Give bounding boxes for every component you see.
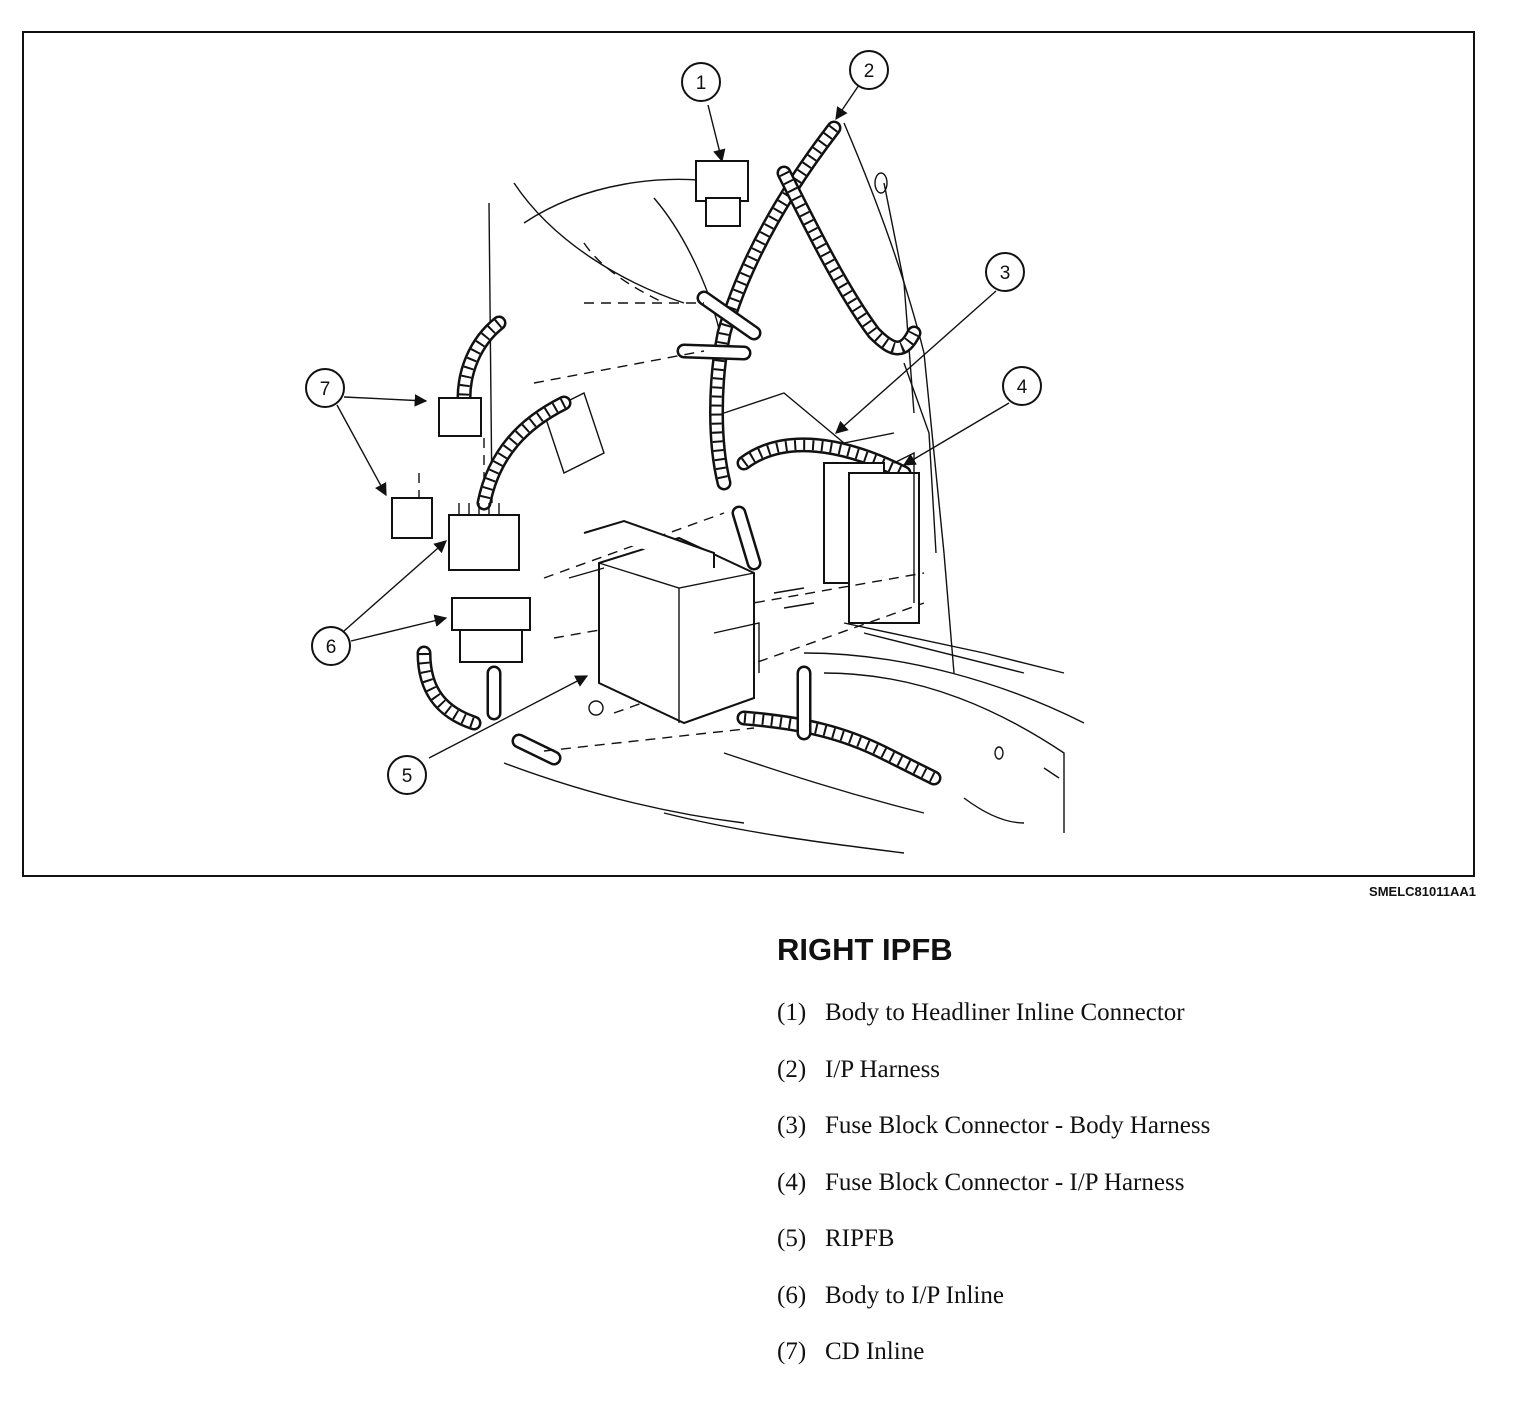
svg-text:1: 1 bbox=[696, 73, 707, 94]
legend-item: (6) Body to I/P Inline bbox=[777, 1278, 1210, 1335]
legend-item-number: (4) bbox=[777, 1168, 807, 1196]
ripfb-module bbox=[568, 519, 815, 725]
figure-frame: 1 2 3 4 5 6 7 bbox=[22, 31, 1475, 877]
callout-5: 5 bbox=[387, 755, 427, 795]
legend-title: RIGHT IPFB bbox=[777, 932, 953, 967]
svg-text:6: 6 bbox=[326, 637, 337, 658]
svg-text:4: 4 bbox=[1017, 377, 1028, 398]
legend-item-label: I/P Harness bbox=[825, 1055, 941, 1083]
legend-item: (2) I/P Harness bbox=[777, 1052, 1210, 1109]
callout-7: 7 bbox=[305, 368, 345, 408]
figure-code: SMELC81011AA1 bbox=[1369, 884, 1476, 899]
legend-item-number: (1) bbox=[777, 999, 807, 1026]
connectors bbox=[391, 160, 925, 752]
legend-item: (1) Body to Headliner Inline Connector bbox=[777, 995, 1210, 1052]
legend-item-label: RIPFB bbox=[825, 1225, 895, 1252]
wiring-illustration: 1 2 3 4 5 6 7 bbox=[305, 50, 1085, 854]
callout-6: 6 bbox=[311, 626, 351, 666]
legend-item-label: Fuse Block Connector - Body Harness bbox=[825, 1112, 1211, 1139]
legend-list: (1) Body to Headliner Inline Connector (2… bbox=[777, 995, 1210, 1391]
svg-text:5: 5 bbox=[402, 766, 413, 787]
legend-item-number: (5) bbox=[777, 1225, 807, 1252]
legend-item: (4) Fuse Block Connector - I/P Harness bbox=[777, 1165, 1210, 1222]
svg-text:3: 3 bbox=[1000, 263, 1011, 284]
legend-item-label: Body to Headliner Inline Connector bbox=[825, 999, 1185, 1026]
body-structure bbox=[488, 122, 1085, 854]
legend-item-label: Body to I/P Inline bbox=[825, 1281, 1004, 1309]
svg-text:2: 2 bbox=[864, 61, 875, 82]
callout-1: 1 bbox=[681, 62, 721, 102]
legend-item: (3) Fuse Block Connector - Body Harness bbox=[777, 1108, 1210, 1165]
legend-item-number: (6) bbox=[777, 1281, 807, 1309]
callout-2: 2 bbox=[849, 50, 889, 90]
callout-4: 4 bbox=[1002, 366, 1042, 406]
legend-item-number: (7) bbox=[777, 1338, 807, 1365]
callout-3: 3 bbox=[985, 252, 1025, 292]
legend-item: (7) CD Inline bbox=[777, 1334, 1210, 1391]
legend-item: (5) RIPFB bbox=[777, 1221, 1210, 1278]
legend-item-number: (2) bbox=[777, 1055, 807, 1083]
legend-item-label: Fuse Block Connector - I/P Harness bbox=[825, 1168, 1185, 1196]
legend-item-number: (3) bbox=[777, 1112, 807, 1139]
leader-lines bbox=[336, 84, 1010, 759]
legend-item-label: CD Inline bbox=[825, 1338, 925, 1365]
svg-text:7: 7 bbox=[320, 379, 331, 400]
